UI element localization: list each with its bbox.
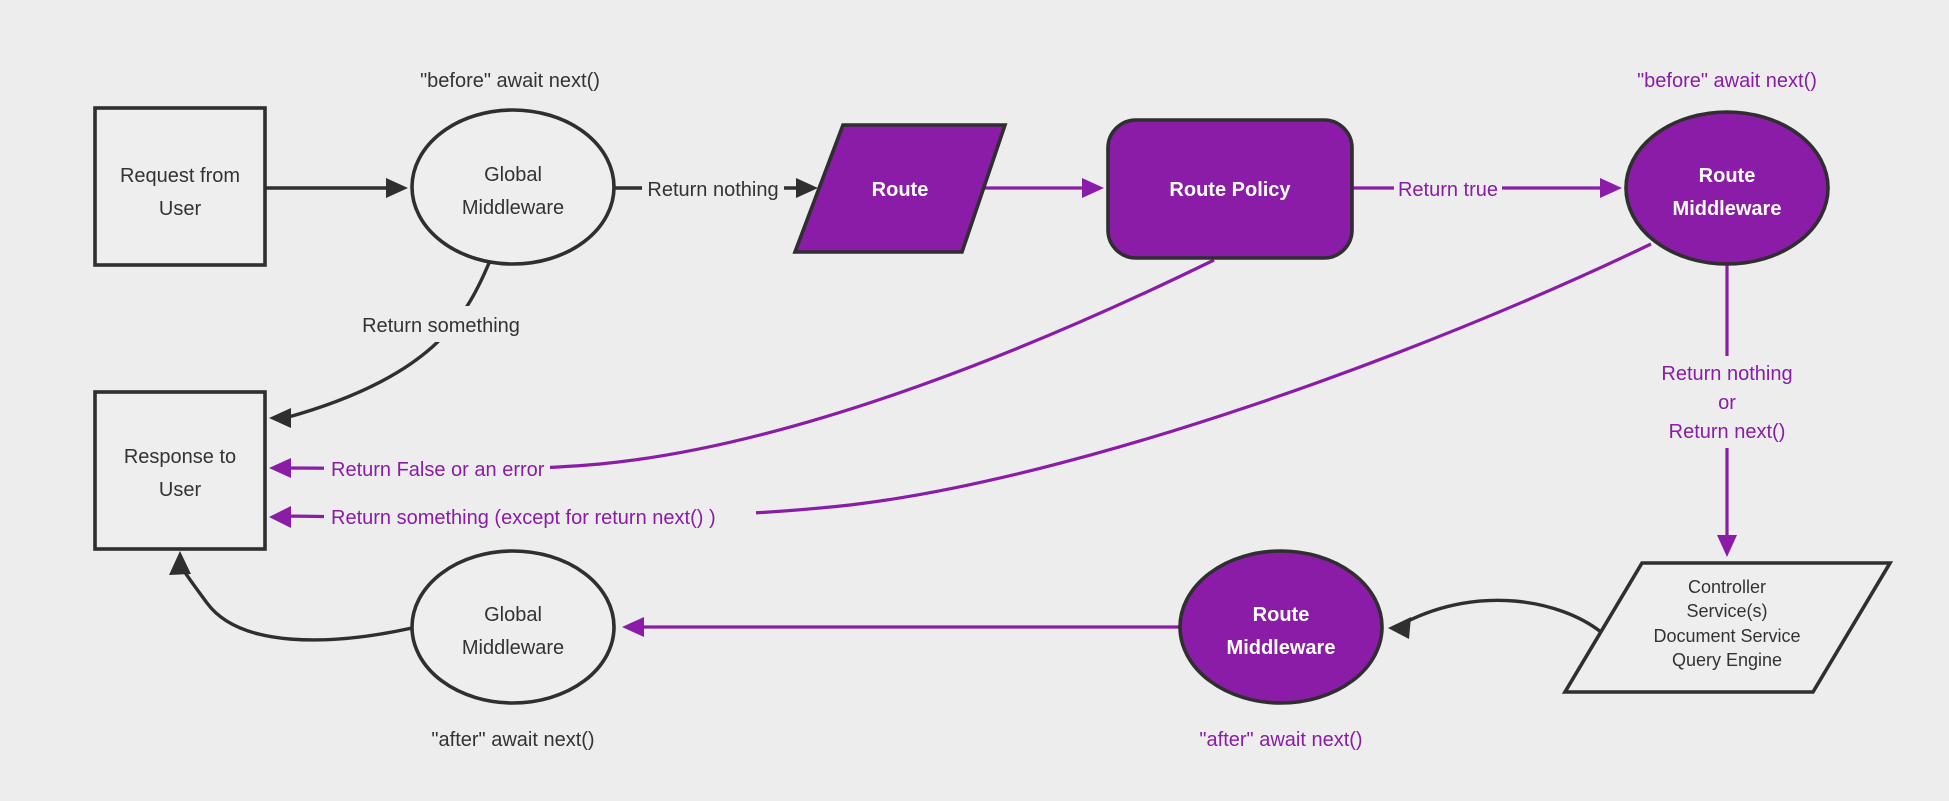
edge-label-return-false: Return False or an error [331, 459, 545, 481]
edge-label-background [358, 306, 524, 342]
node-request-from-user-shape [93, 106, 267, 267]
edge-label-background [324, 498, 756, 534]
node-global-middleware-bottom-label-line2: Middleware [462, 637, 564, 659]
node-global-middleware-top-shape [410, 108, 616, 266]
edge-global-to-response-line [284, 262, 491, 420]
node-request-from-user-label-line2: User [159, 198, 202, 220]
node-route-middleware-bottom-shape [1178, 549, 1384, 705]
node-global-middleware-top-label-line2: Middleware [462, 197, 564, 219]
node-controller-label-line2: Service(s) [1686, 601, 1767, 621]
arrowhead-right-icon [1600, 178, 1622, 198]
edge-global-to-response: Return something [269, 262, 524, 428]
node-response-to-user-shape [93, 390, 267, 551]
node-route: Route [792, 123, 1008, 254]
edge-routemw-to-controller: Return nothing or Return next() [1640, 264, 1815, 557]
edge-label-background [324, 450, 550, 486]
node-response-to-user: Response to User [93, 390, 267, 551]
node-route-middleware-bottom-label-line1: Route [1253, 604, 1310, 626]
arrowhead-left-icon [269, 408, 291, 428]
node-route-shape [792, 123, 1008, 254]
node-route-policy: Route Policy [1106, 118, 1354, 260]
node-response-to-user-label-line1: Response to [124, 446, 236, 468]
edge-global-bottom-to-response [169, 551, 413, 642]
node-controller-services-shape [1561, 561, 1894, 694]
node-response-to-user-label-line2: User [159, 479, 202, 501]
arrowhead-left-icon [269, 506, 291, 528]
node-route-label: Route [872, 179, 929, 201]
arrowhead-right-icon [796, 178, 818, 198]
node-global-middleware-top: Global Middleware [410, 108, 616, 266]
node-controller-label-line3: Document Service [1653, 626, 1800, 646]
node-request-from-user-label-line1: Request from [120, 165, 240, 187]
edge-label-background [642, 170, 784, 206]
edge-label-return-next: Return next() [1669, 421, 1786, 443]
edge-label-background [1640, 356, 1815, 448]
arrowhead-up-icon [169, 551, 191, 575]
arrowhead-left-icon [1388, 617, 1411, 639]
edge-global-to-route: Return nothing [614, 170, 818, 206]
edge-label-background [1394, 170, 1502, 206]
arrowhead-left-icon [269, 458, 291, 478]
arrowhead-right-icon [386, 178, 408, 198]
node-route-middleware-top: Route Middleware [1624, 110, 1830, 266]
node-global-middleware-bottom-shape [410, 549, 616, 705]
edge-policy-to-response-line [284, 258, 1215, 471]
edge-label-return-true: Return true [1398, 179, 1498, 201]
arrowhead-left-icon [622, 617, 644, 637]
edge-policy-to-response: Return False or an error [269, 258, 1215, 486]
node-route-middleware-bottom-label-line2: Middleware [1227, 637, 1336, 659]
node-route-middleware-top-label-line2: Middleware [1673, 198, 1782, 220]
node-route-middleware-bottom: Route Middleware [1178, 549, 1384, 705]
edge-routemw-to-response: Return something (except for return next… [269, 242, 1652, 534]
label-after-await-next-route: "after" await next() [1199, 729, 1362, 751]
node-global-middleware-top-label-line1: Global [484, 164, 542, 186]
node-global-middleware-bottom-label-line1: Global [484, 604, 542, 626]
edge-label-return-nothing: Return nothing [647, 179, 778, 201]
edge-label-return-nothing-2: Return nothing [1661, 363, 1792, 385]
label-before-await-next-global: "before" await next() [420, 70, 600, 92]
arrowhead-down-icon [1717, 535, 1737, 557]
node-controller-label-line1: Controller [1688, 577, 1766, 597]
edge-label-return-something: Return something [362, 315, 520, 337]
edge-controller-to-routemw-bottom [1388, 598, 1603, 639]
node-controller-label-line4: Query Engine [1672, 650, 1782, 670]
edge-route-to-policy [984, 178, 1104, 198]
edge-label-or: or [1718, 392, 1736, 414]
label-after-await-next-global: "after" await next() [431, 729, 594, 751]
edge-request-to-global [265, 178, 408, 198]
node-route-middleware-top-label-line1: Route [1699, 165, 1756, 187]
node-route-policy-shape [1106, 118, 1354, 260]
edge-routemw-bottom-to-global-bottom [622, 617, 1180, 637]
node-request-from-user: Request from User [93, 106, 267, 267]
node-controller-services: Controller Service(s) Document Service Q… [1561, 561, 1894, 694]
edge-policy-to-routemw: Return true [1352, 170, 1622, 206]
label-before-await-next-route: "before" await next() [1637, 70, 1817, 92]
edge-global-bottom-to-response-line [179, 565, 413, 642]
node-global-middleware-bottom: Global Middleware [410, 549, 616, 705]
edge-label-return-something-except: Return something (except for return next… [331, 507, 716, 529]
node-route-middleware-top-shape [1624, 110, 1830, 266]
node-route-policy-label: Route Policy [1169, 179, 1291, 201]
edge-controller-to-routemw-bottom-line [1405, 598, 1603, 634]
arrowhead-right-icon [1082, 178, 1104, 198]
